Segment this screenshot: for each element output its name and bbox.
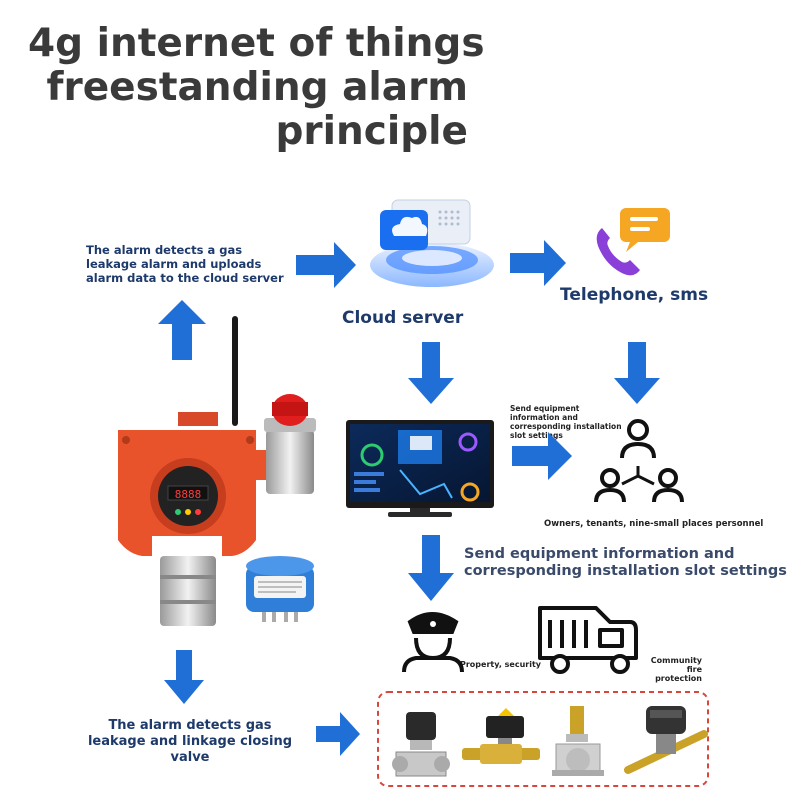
phone-icon <box>596 228 640 276</box>
arrow-up-upload <box>158 300 206 360</box>
page-title: 4g internet of things freestanding alarm… <box>28 21 485 154</box>
fire-protection-line-1: Community <box>650 656 702 665</box>
police-officer-icon <box>402 612 464 673</box>
title-line-1: 4g internet of things <box>28 21 485 66</box>
fire-truck-icon <box>538 606 638 674</box>
arrow-detector-down <box>164 650 204 704</box>
chat-bubble-icon <box>620 208 670 252</box>
detector-display: 8888 <box>175 488 202 501</box>
send-info-small-label: Send equipment information and correspon… <box>510 404 622 440</box>
fire-protection-label: Community fire protection <box>646 656 702 683</box>
arrow-monitor-to-security <box>408 535 454 601</box>
fire-protection-line-2: fire protection <box>655 665 702 683</box>
cloud-server-icon <box>370 199 494 287</box>
gas-detector-icon: 8888 <box>118 316 316 626</box>
send-info-large-label: Send equipment information and correspon… <box>464 546 787 579</box>
monitor-icon <box>346 420 494 517</box>
arrow-cloud-to-monitor <box>408 342 454 404</box>
valve-icon-2 <box>462 708 540 764</box>
valve-icon-4 <box>624 706 708 774</box>
valves-container <box>377 691 709 787</box>
alarm-upload-label: The alarm detects a gas leakage alarm an… <box>86 243 284 285</box>
cloud-server-label: Cloud server <box>342 308 464 328</box>
property-security-label: Property, security <box>460 660 541 669</box>
telephone-sms-label: Telephone, sms <box>560 285 709 305</box>
arrow-to-valves <box>316 712 360 756</box>
people-network-icon <box>594 419 684 503</box>
closing-valve-label: The alarm detects gas leakage and linkag… <box>87 718 293 765</box>
owners-label: Owners, tenants, nine-small places perso… <box>544 519 764 529</box>
arrow-phone-to-people <box>614 342 660 404</box>
title-line-2: freestanding alarm <box>46 65 468 110</box>
arrow-to-phone <box>510 240 566 286</box>
sensor-module-icon <box>246 556 314 622</box>
arrow-to-cloud <box>296 242 356 288</box>
title-line-3: principle <box>275 109 468 154</box>
valve-icon-3 <box>552 706 604 776</box>
valve-icon-1 <box>392 712 450 777</box>
arrow-monitor-to-people <box>512 432 572 480</box>
